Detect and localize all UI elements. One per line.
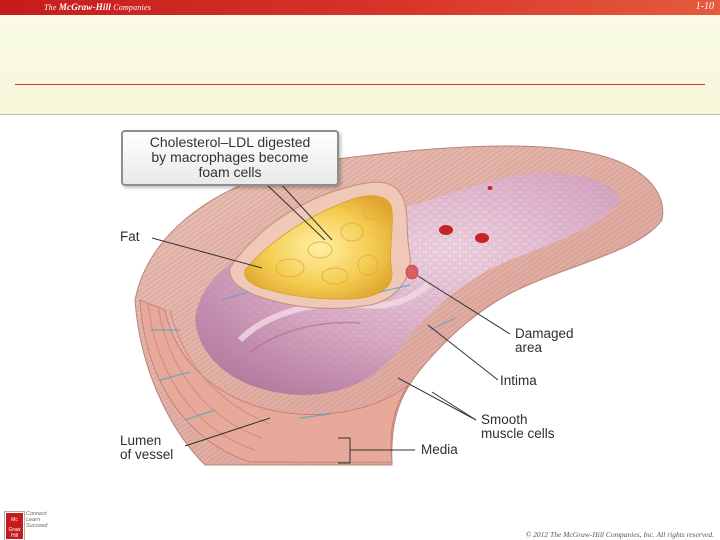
header-bar: The McGraw-Hill Companies 1-10 <box>0 0 720 15</box>
damaged-spot <box>406 265 418 279</box>
callout-line: foam cells <box>123 165 337 180</box>
brand-logo: The McGraw-Hill Companies <box>44 2 151 12</box>
copyright-notice: © 2012 The McGraw-Hill Companies, Inc. A… <box>526 530 714 539</box>
title-area <box>0 15 720 115</box>
label-intima: Intima <box>500 374 537 388</box>
label-lumen: Lumen of vessel <box>120 434 173 462</box>
callout-line: by macrophages become <box>123 150 337 165</box>
label-fat: Fat <box>120 230 140 244</box>
label-media: Media <box>421 443 458 457</box>
blood-cell <box>439 225 453 235</box>
callout-line: Cholesterol–LDL digested <box>123 135 337 150</box>
label-smooth-muscle: Smooth muscle cells <box>481 413 555 441</box>
connect-tagline: Connect Learn Succeed <box>26 511 47 529</box>
artery-illustration <box>0 115 720 475</box>
blood-cell <box>475 233 489 243</box>
mcgraw-hill-logo: Mc Graw Hill <box>5 512 24 540</box>
label-damaged-area: Damaged area <box>515 327 574 355</box>
slide-number: 1-10 <box>696 1 714 12</box>
title-divider <box>15 84 705 85</box>
callout-box: Cholesterol–LDL digested by macrophages … <box>121 130 339 186</box>
